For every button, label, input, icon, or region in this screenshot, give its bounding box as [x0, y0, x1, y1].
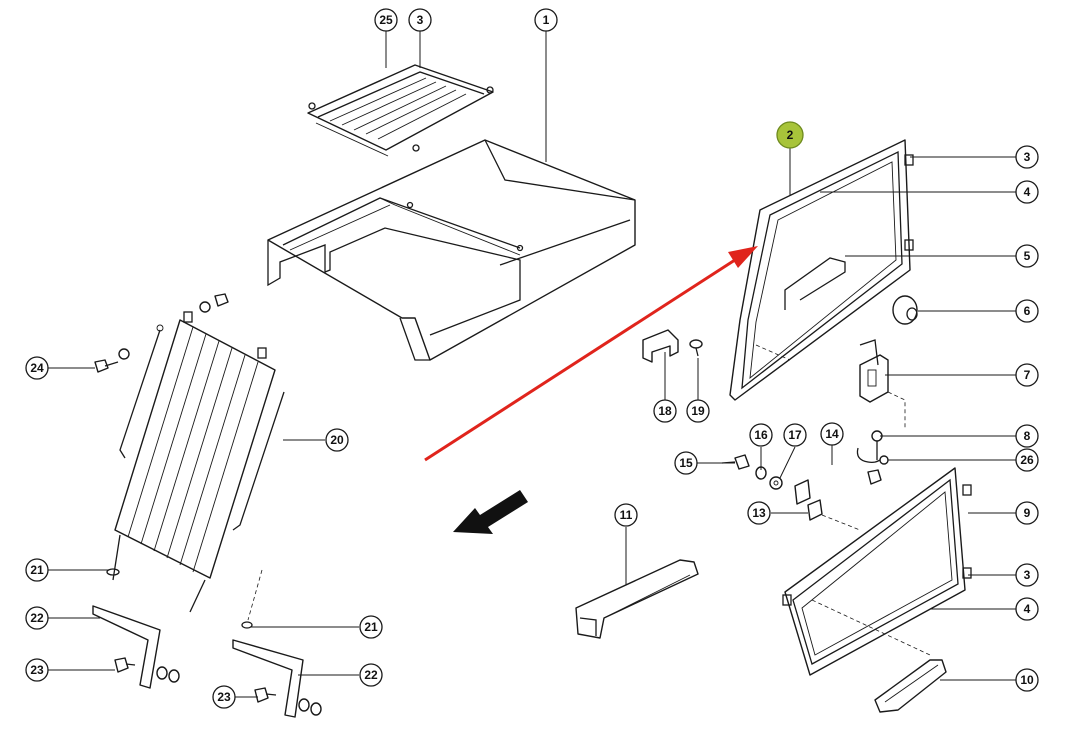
- svg-text:4: 4: [1024, 602, 1031, 616]
- callout-3-right-lower[interactable]: 3: [1015, 563, 1039, 587]
- side-door-upper: [729, 139, 914, 401]
- callout-23-right[interactable]: 23: [212, 685, 236, 709]
- callout-5[interactable]: 5: [1015, 244, 1039, 268]
- svg-text:5: 5: [1024, 249, 1031, 263]
- callout-26[interactable]: 26: [1015, 448, 1039, 472]
- knob-6: [892, 295, 918, 325]
- latch-bracket-7: [859, 339, 906, 430]
- svg-text:11: 11: [620, 508, 633, 522]
- svg-text:1: 1: [543, 13, 550, 27]
- callout-4-upper[interactable]: 4: [1015, 180, 1039, 204]
- callout-25[interactable]: 25: [374, 8, 398, 32]
- latch-parts-8-26: [856, 430, 889, 485]
- side-door-lower: [782, 467, 972, 676]
- leader-lines: [48, 31, 1016, 698]
- svg-text:3: 3: [1024, 150, 1031, 164]
- callout-20[interactable]: 20: [325, 428, 349, 452]
- svg-text:8: 8: [1024, 429, 1031, 443]
- svg-text:4: 4: [1024, 185, 1031, 199]
- callout-9[interactable]: 9: [1015, 501, 1039, 525]
- svg-text:16: 16: [754, 428, 768, 442]
- svg-text:22: 22: [364, 668, 378, 682]
- svg-text:21: 21: [30, 563, 44, 577]
- callout-24[interactable]: 24: [25, 356, 49, 380]
- callout-19[interactable]: 19: [686, 399, 710, 423]
- svg-text:7: 7: [1024, 368, 1031, 382]
- handle-11: [575, 559, 699, 639]
- callout-1[interactable]: 1: [534, 8, 558, 32]
- svg-text:21: 21: [364, 620, 378, 634]
- svg-text:10: 10: [1020, 673, 1034, 687]
- left-grille: [112, 311, 285, 613]
- svg-text:18: 18: [658, 404, 672, 418]
- bolt-washers-24: [94, 293, 229, 373]
- svg-text:17: 17: [788, 428, 802, 442]
- top-grille: [307, 64, 494, 157]
- callout-15[interactable]: 15: [674, 451, 698, 475]
- callout-4-lower[interactable]: 4: [1015, 597, 1039, 621]
- callout-10[interactable]: 10: [1015, 668, 1039, 692]
- main-housing: [267, 139, 636, 361]
- svg-text:3: 3: [417, 13, 424, 27]
- svg-text:22: 22: [30, 611, 44, 625]
- direction-arrow-black: [453, 490, 528, 534]
- svg-text:24: 24: [30, 361, 44, 375]
- left-bracket-22a: [92, 568, 180, 689]
- callout-17[interactable]: 17: [783, 423, 807, 447]
- svg-text:26: 26: [1020, 453, 1034, 467]
- callout-22-right[interactable]: 22: [359, 663, 383, 687]
- callout-21-right[interactable]: 21: [359, 615, 383, 639]
- svg-text:2: 2: [787, 128, 794, 142]
- callout-8[interactable]: 8: [1015, 424, 1039, 448]
- handle-10: [874, 659, 947, 713]
- callout-13[interactable]: 13: [747, 501, 771, 525]
- svg-text:23: 23: [217, 690, 231, 704]
- callout-7[interactable]: 7: [1015, 363, 1039, 387]
- callout-14[interactable]: 14: [820, 422, 844, 446]
- svg-text:3: 3: [1024, 568, 1031, 582]
- fasteners-13-17: [721, 454, 861, 531]
- callout-18[interactable]: 18: [653, 399, 677, 423]
- clip-18: [642, 329, 679, 363]
- svg-text:9: 9: [1024, 506, 1031, 520]
- svg-text:19: 19: [691, 404, 705, 418]
- callout-16[interactable]: 16: [749, 423, 773, 447]
- svg-text:25: 25: [379, 13, 393, 27]
- callout-3-right-upper[interactable]: 3: [1015, 145, 1039, 169]
- callout-2-highlighted[interactable]: 2: [776, 121, 804, 149]
- direction-arrow-red: [424, 246, 758, 462]
- svg-text:6: 6: [1024, 304, 1031, 318]
- callout-3-top[interactable]: 3: [408, 8, 432, 32]
- svg-text:15: 15: [679, 456, 693, 470]
- pin-19: [689, 339, 703, 357]
- svg-text:13: 13: [752, 506, 766, 520]
- callouts: 25 3 1 2 3 4 5 6 7 8 26 9 3 4 10 18 19 1…: [25, 8, 1039, 709]
- callout-23-left[interactable]: 23: [25, 658, 49, 682]
- svg-text:23: 23: [30, 663, 44, 677]
- svg-text:20: 20: [330, 433, 344, 447]
- callout-21-left[interactable]: 21: [25, 558, 49, 582]
- svg-text:14: 14: [825, 427, 839, 441]
- left-bracket-22b: [232, 569, 322, 718]
- callout-6[interactable]: 6: [1015, 299, 1039, 323]
- callout-22-left[interactable]: 22: [25, 606, 49, 630]
- callout-11[interactable]: 11: [614, 503, 638, 527]
